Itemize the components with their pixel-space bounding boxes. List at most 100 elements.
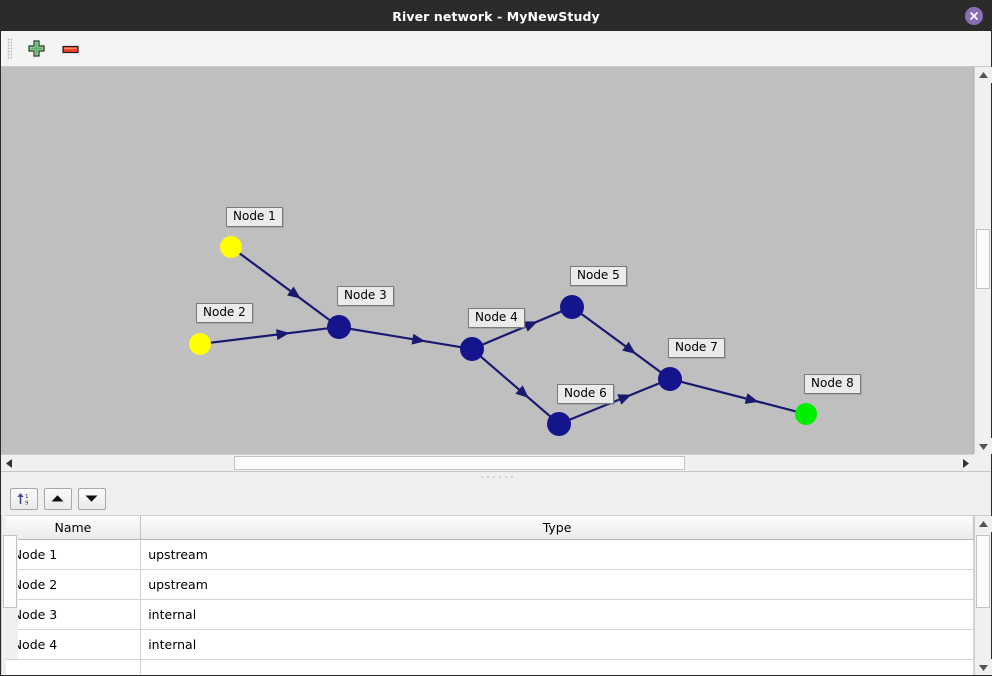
graph-edge[interactable]: [580, 312, 662, 374]
svg-text:1: 1: [25, 494, 29, 500]
graph-horizontal-scrollbar[interactable]: [1, 454, 974, 471]
graph-edge[interactable]: [238, 252, 331, 322]
graph-node[interactable]: [560, 295, 584, 319]
edge-arrowhead: [744, 393, 759, 404]
edge-arrowhead: [523, 321, 538, 332]
nodes-vscroll-thumb[interactable]: [975, 534, 990, 609]
main-toolbar: [1, 31, 991, 67]
sort-ascending-icon: 1 9: [17, 493, 29, 507]
graph-hscroll-thumb[interactable]: [233, 456, 685, 470]
graph-node-label[interactable]: Node 3: [337, 286, 394, 306]
table-cell[interactable]: internal: [140, 599, 974, 630]
table-row-empty[interactable]: [5, 659, 974, 675]
graph-canvas[interactable]: Node 1 Node 2 Node 3 Node 4 Node 5 Node 6 Node…: [1, 67, 974, 454]
scroll-down-button[interactable]: [974, 659, 992, 675]
graph-node-label[interactable]: Node 8: [804, 374, 861, 394]
graph-node[interactable]: [327, 315, 351, 339]
graph-node[interactable]: [460, 337, 484, 361]
graph-edge[interactable]: [680, 380, 797, 413]
triangle-down-icon: [978, 664, 988, 671]
graph-node[interactable]: [220, 236, 242, 258]
edge-arrowhead: [287, 286, 301, 299]
graph-edge[interactable]: [349, 327, 462, 349]
table-cell[interactable]: upstream: [140, 569, 974, 600]
column-header[interactable]: Type: [140, 516, 974, 540]
table-cell[interactable]: [140, 659, 974, 675]
table-cell[interactable]: upstream: [140, 539, 974, 570]
add-node-button[interactable]: [24, 37, 48, 61]
branches-vscroll-thumb[interactable]: [3, 534, 17, 609]
scrollbar-corner: [974, 454, 991, 471]
toolbar-drag-handle[interactable]: [7, 37, 12, 60]
graph-vscroll-thumb[interactable]: [976, 228, 990, 289]
edge-arrowhead: [411, 333, 426, 345]
scroll-up-button[interactable]: [974, 516, 992, 532]
table-cell[interactable]: internal: [140, 629, 974, 660]
graph-node-label[interactable]: Node 2: [196, 303, 253, 323]
graph-panel: Node 1 Node 2 Node 3 Node 4 Node 5 Node 6 Node…: [1, 67, 992, 471]
triangle-up-icon: [51, 495, 64, 502]
graph-edge[interactable]: [481, 310, 563, 346]
sort-button[interactable]: 1 9: [9, 487, 38, 510]
graph-node[interactable]: [547, 412, 571, 436]
graph-vscroll-track[interactable]: [975, 83, 991, 438]
scroll-right-button[interactable]: [957, 455, 974, 471]
graph-node-label[interactable]: Node 6: [557, 384, 614, 404]
scroll-left-button[interactable]: [1, 455, 18, 471]
edge-arrowhead: [622, 341, 636, 354]
triangle-down-icon: [979, 443, 988, 450]
graph-node-label[interactable]: Node 5: [570, 266, 627, 286]
column-header[interactable]: Name: [5, 516, 142, 540]
close-button[interactable]: [965, 7, 983, 25]
graph-node[interactable]: [795, 403, 817, 425]
branches-vertical-scrollbar[interactable]: [1, 516, 19, 675]
move-up-button[interactable]: [43, 487, 72, 510]
table-cell[interactable]: [5, 659, 142, 675]
remove-node-button[interactable]: [58, 37, 82, 61]
nodes-toolbar: 1 9: [5, 482, 991, 515]
table-cell[interactable]: Node 4: [5, 629, 142, 660]
graph-hscroll-track[interactable]: [18, 455, 957, 471]
triangle-up-icon: [979, 71, 988, 78]
bottom-panels: 1 9 NameNode1No: [1, 482, 992, 675]
table-cell[interactable]: Node 2: [5, 569, 142, 600]
title-bar: River network - MyNewStudy: [1, 1, 991, 31]
triangle-left-icon: [6, 458, 12, 468]
table-cell[interactable]: Node 3: [5, 599, 142, 630]
plus-icon: [27, 40, 45, 57]
window-title: River network - MyNewStudy: [392, 8, 600, 24]
graph-node-label[interactable]: Node 1: [226, 207, 283, 227]
move-down-button[interactable]: [77, 487, 106, 510]
graph-node[interactable]: [189, 333, 211, 355]
graph-edge[interactable]: [479, 355, 552, 418]
graph-node-label[interactable]: Node 4: [468, 308, 525, 328]
graph-edge[interactable]: [568, 382, 661, 421]
graph-vertical-scrollbar[interactable]: [974, 67, 992, 454]
svg-text:9: 9: [25, 501, 29, 507]
branches-vscroll-track[interactable]: [2, 532, 18, 659]
nodes-vertical-scrollbar[interactable]: [973, 516, 992, 675]
close-icon: [970, 12, 978, 20]
graph-node[interactable]: [658, 367, 682, 391]
graph-edge[interactable]: [209, 327, 329, 344]
horizontal-splitter[interactable]: [1, 471, 991, 482]
scroll-down-button[interactable]: [975, 438, 992, 454]
scroll-up-button[interactable]: [975, 67, 992, 83]
network-diagram: [189, 236, 817, 436]
minus-icon: [61, 45, 79, 53]
graph-node-label[interactable]: Node 7: [668, 338, 725, 358]
edge-arrowhead: [617, 394, 632, 405]
edge-arrowhead: [276, 329, 290, 341]
table-cell[interactable]: Node 1: [5, 539, 142, 570]
edge-arrowhead: [515, 385, 529, 399]
nodes-vscroll-track[interactable]: [974, 532, 991, 659]
